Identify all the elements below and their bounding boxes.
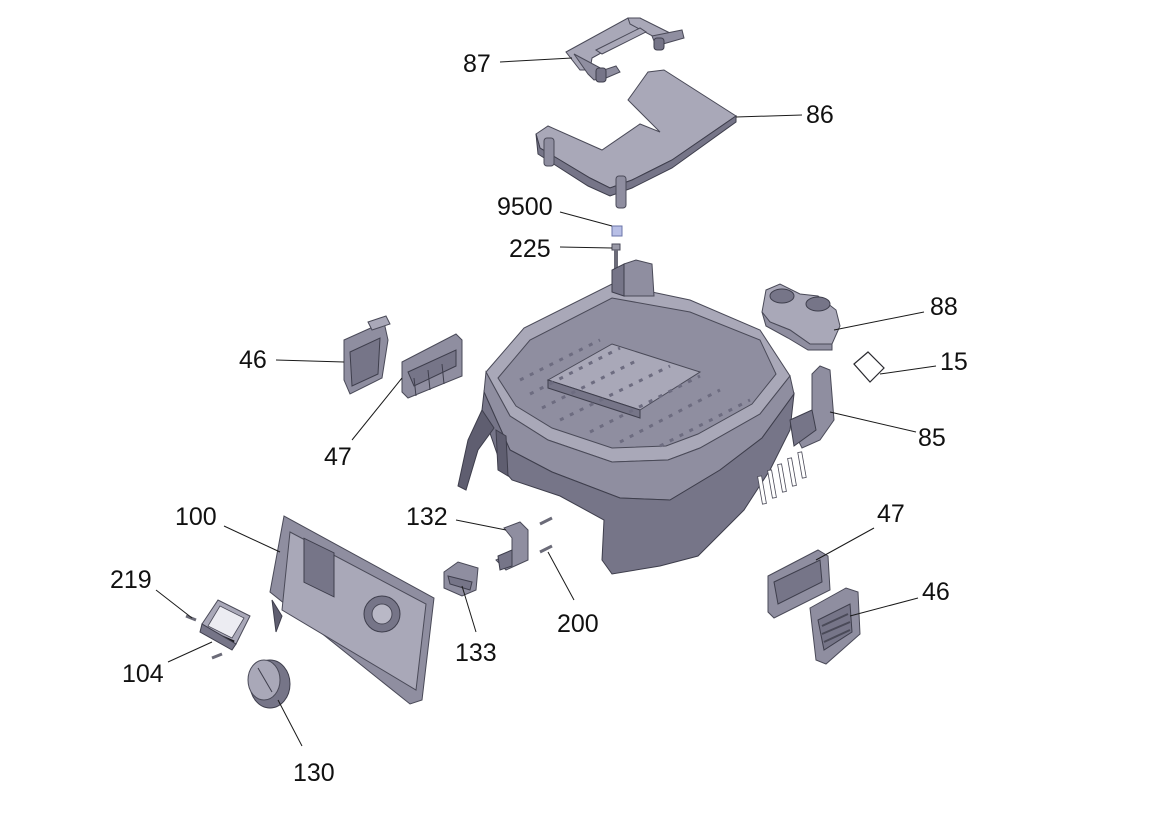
callout-225: 225: [509, 235, 551, 263]
part-15-gasket: [853, 351, 885, 383]
leader-88: [833, 311, 925, 331]
part-130-knob: [247, 659, 291, 709]
leader-85: [829, 411, 917, 433]
callout-200: 200: [557, 610, 599, 638]
leader-46a: [275, 359, 345, 363]
leader-132: [455, 519, 507, 531]
callout-9500: 9500: [497, 193, 553, 221]
callout-100: 100: [175, 503, 217, 531]
callout-46-right: 46: [922, 578, 950, 606]
part-132-mount-bracket: [495, 521, 529, 571]
callout-46-left: 46: [239, 346, 267, 374]
callout-130: 130: [293, 759, 335, 787]
leader-15: [879, 365, 937, 375]
part-46-right-cover: [809, 587, 861, 665]
callout-47-left: 47: [324, 443, 352, 471]
callout-47-right: 47: [877, 500, 905, 528]
leader-225: [559, 246, 613, 249]
callout-labels: 87 86 9500 225 88 15 85 46 47 100 132 20…: [110, 50, 968, 787]
part-133-switch: [443, 561, 479, 597]
part-88-bracket: [761, 283, 841, 351]
callout-86: 86: [806, 101, 834, 129]
callout-219: 219: [110, 566, 152, 594]
part-47-left-frame: [401, 333, 463, 399]
callout-15: 15: [940, 348, 968, 376]
callout-104: 104: [122, 660, 164, 688]
callout-132: 132: [406, 503, 448, 531]
callout-133: 133: [455, 639, 497, 667]
part-86-top-plate: [535, 69, 737, 209]
leader-87: [499, 57, 573, 63]
leader-133: [461, 585, 477, 633]
part-219-screws: [185, 614, 223, 660]
part-85-main-housing: [457, 259, 835, 575]
callout-87: 87: [463, 50, 491, 78]
leader-46b: [849, 597, 919, 617]
leader-47b: [815, 527, 875, 561]
leader-lines: [155, 57, 937, 747]
part-46-left-cover: [343, 315, 391, 395]
leader-219: [155, 589, 193, 619]
part-200-screws: [539, 516, 553, 554]
leader-130: [277, 699, 303, 747]
part-9500-cap: [611, 225, 623, 237]
vent-slots: [757, 451, 807, 505]
callout-85: 85: [918, 424, 946, 452]
leader-9500: [559, 211, 613, 227]
leader-86: [735, 114, 803, 118]
part-104-control-panel: [199, 599, 251, 651]
callout-88: 88: [930, 293, 958, 321]
part-87-handle: [565, 17, 685, 83]
part-47-right-frame: [767, 549, 831, 619]
leader-104: [167, 641, 213, 663]
leader-100: [223, 525, 281, 553]
leader-200: [547, 551, 575, 601]
leader-47a: [351, 377, 403, 441]
part-100-front-panel: [269, 515, 435, 705]
